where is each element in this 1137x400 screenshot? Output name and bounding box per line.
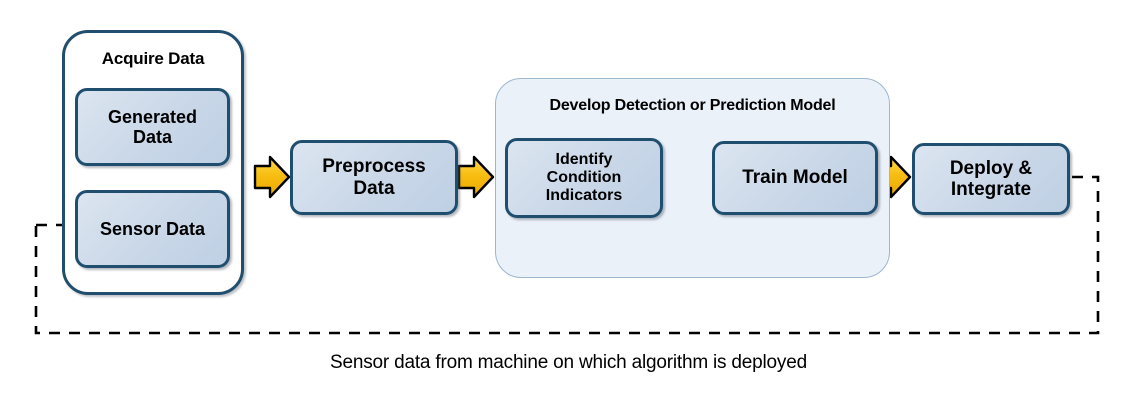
block-arrow-preprocess-to-develop xyxy=(457,155,495,199)
node-sensor-data-label: Sensor Data xyxy=(99,218,206,239)
block-arrow-acquire-to-preprocess xyxy=(253,155,291,199)
node-preprocess-data-label: Preprocess Data xyxy=(322,156,426,199)
diagram-caption: Sensor data from machine on which algori… xyxy=(330,352,807,373)
node-train-model[interactable]: Train Model xyxy=(712,141,878,215)
node-identify-condition-indicators-label: Identify Condition Indicators xyxy=(545,151,623,204)
node-sensor-data[interactable]: Sensor Data xyxy=(75,190,230,268)
group-acquire-data-title: Acquire Data xyxy=(101,49,205,68)
node-deploy-integrate-label: Deploy & Integrate xyxy=(949,157,1033,200)
node-identify-condition-indicators[interactable]: Identify Condition Indicators xyxy=(505,138,663,218)
group-develop-model-title: Develop Detection or Prediction Model xyxy=(549,97,836,114)
node-preprocess-data[interactable]: Preprocess Data xyxy=(290,140,458,215)
node-train-model-label: Train Model xyxy=(742,167,848,189)
node-generated-data-label: Generated Data xyxy=(107,106,198,147)
node-deploy-integrate[interactable]: Deploy & Integrate xyxy=(912,143,1070,215)
node-generated-data[interactable]: Generated Data xyxy=(75,88,230,166)
